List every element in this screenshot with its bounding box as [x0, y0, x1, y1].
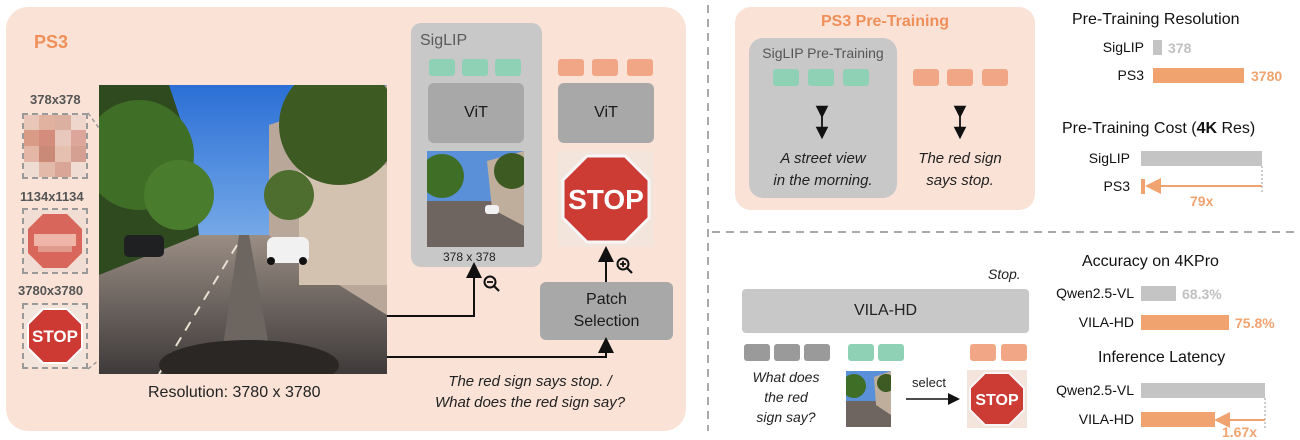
ps3-token: [558, 59, 584, 76]
svg-text:STOP: STOP: [975, 392, 1019, 409]
acc-label-qwen: Qwen2.5-VL: [1056, 285, 1134, 301]
svg-text:STOP: STOP: [568, 184, 644, 215]
pretrain-ps3-token: [947, 69, 973, 86]
chart-title-accuracy: Accuracy on 4KPro: [1082, 253, 1219, 270]
vila-stop-crop: STOP: [967, 370, 1027, 428]
vila-street-image: [846, 371, 891, 427]
bar-lat-qwen: [1141, 383, 1265, 398]
value-acc-vila: 75.8%: [1235, 315, 1275, 331]
res-label-siglip: SigLIP: [1102, 39, 1144, 55]
patch-token: [970, 344, 996, 361]
ps3-title: PS3: [34, 32, 69, 52]
stop-sign-icon: STOP: [24, 305, 86, 367]
image-token: [848, 344, 874, 361]
patch-token: [1001, 344, 1027, 361]
value-res-ps3: 3780: [1251, 68, 1283, 84]
res-label-1134: 1134x1134: [20, 189, 84, 204]
cost-label-ps3: PS3: [1103, 178, 1130, 194]
thumb-caption: 378 x 378: [443, 250, 496, 264]
pretrain-ps3-token: [982, 69, 1008, 86]
ps3-token: [592, 59, 618, 76]
bar-acc-vila: [1141, 315, 1229, 330]
value-res-siglip: 378: [1168, 40, 1192, 56]
siglip-vit-block: ViT: [428, 83, 524, 143]
image-token: [878, 344, 904, 361]
svg-text:STOP: STOP: [32, 327, 78, 346]
thumb-378: [22, 113, 88, 179]
pretrain-siglip-token: [843, 69, 869, 86]
cost-label-siglip: SigLIP: [1088, 150, 1130, 166]
select-label: select: [912, 375, 946, 390]
res-label-378: 378x378: [30, 92, 81, 107]
siglip-token: [429, 59, 455, 76]
siglip-thumb-image: [427, 151, 524, 247]
zoom-in-icon: [616, 257, 634, 280]
siglip-label: SigLIP: [420, 32, 468, 49]
value-cost-annotation: 79x: [1190, 193, 1214, 209]
pretrain-siglip-token: [773, 69, 799, 86]
chart-title-resolution: Pre-Training Resolution: [1072, 11, 1240, 28]
bar-lat-vila: [1141, 412, 1215, 427]
bar-acc-qwen: [1141, 286, 1176, 301]
blurry-stop-icon: [24, 210, 86, 272]
bar-cost-siglip: [1141, 151, 1262, 166]
zoom-out-icon: [483, 275, 501, 298]
thumb-1134: [22, 208, 88, 274]
pretraining-title: PS3 Pre-Training: [820, 13, 950, 30]
res-label-ps3: PS3: [1117, 67, 1144, 83]
siglip-caption: A street view in the morning.: [773, 150, 873, 189]
acc-label-vila: VILA-HD: [1078, 314, 1134, 330]
chart-title-latency: Inference Latency: [1098, 349, 1226, 366]
ps3-vit-block: ViT: [558, 83, 654, 143]
question-token: [744, 344, 770, 361]
pretrain-siglip-token: [808, 69, 834, 86]
thumb-3780: STOP: [22, 303, 88, 369]
value-acc-qwen: 68.3%: [1182, 286, 1222, 302]
vila-answer: Stop.: [988, 266, 1021, 282]
patch-selection-box: Patch Selection: [540, 282, 673, 340]
siglip-pretraining-label: SigLIP Pre-Training: [762, 45, 884, 61]
ps3-stop-crop: STOP: [558, 151, 654, 247]
res-label-3780: 3780x3780: [18, 283, 84, 298]
ps3-token: [627, 59, 653, 76]
chart-title-cost: Pre-Training Cost (4K Res): [1062, 120, 1256, 137]
bar-cost-ps3: [1141, 179, 1145, 194]
street-image: [99, 85, 387, 374]
lat-label-vila: VILA-HD: [1078, 411, 1134, 427]
question-token: [804, 344, 830, 361]
pretrain-ps3-token: [913, 69, 939, 86]
image-caption: Resolution: 3780 x 3780: [148, 384, 321, 401]
siglip-token: [462, 59, 488, 76]
query-text: The red sign says stop. / What does the …: [434, 373, 626, 411]
bar-res-siglip: [1153, 40, 1162, 55]
vila-question: What does the red sign say?: [752, 369, 820, 425]
lat-label-qwen: Qwen2.5-VL: [1056, 382, 1134, 398]
bar-res-ps3: [1153, 68, 1244, 83]
vila-hd-box: VILA-HD: [742, 289, 1029, 333]
ps3-caption: The red sign says stop.: [918, 150, 1002, 189]
pixelated-stop-icon: [24, 115, 86, 177]
siglip-token: [495, 59, 521, 76]
question-token: [774, 344, 800, 361]
